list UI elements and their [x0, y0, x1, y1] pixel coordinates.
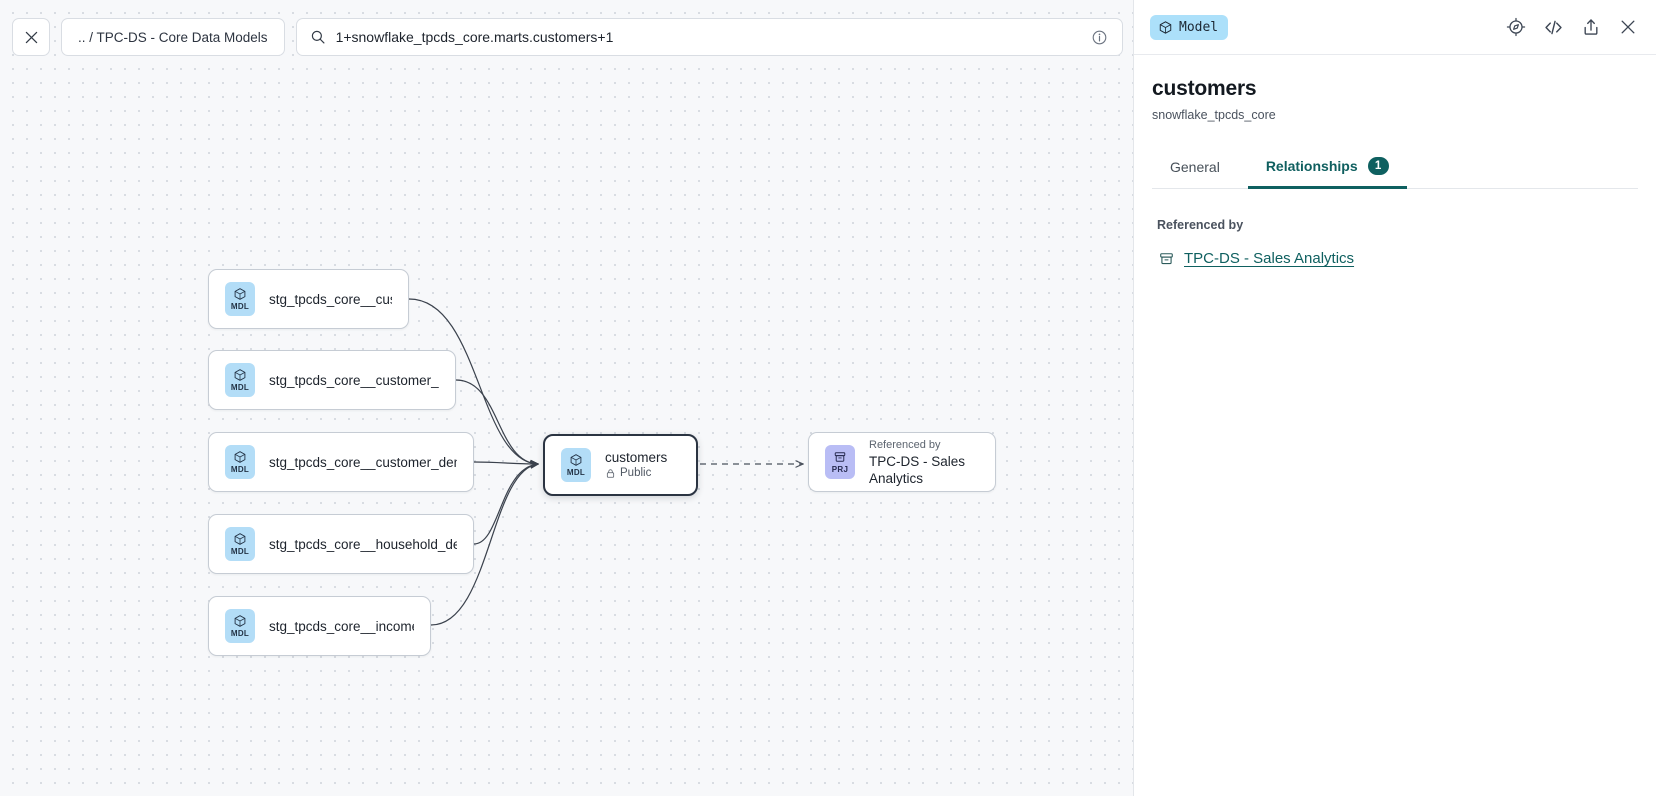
node-type-badge-mdl: MDL — [225, 527, 255, 561]
tab-relationships[interactable]: Relationships 1 — [1247, 148, 1407, 189]
badge-label: MDL — [230, 465, 250, 474]
search-icon — [311, 30, 325, 44]
share-icon[interactable] — [1581, 17, 1601, 37]
node-type-badge-mdl: MDL — [225, 609, 255, 643]
panel-type-label: Model — [1179, 19, 1219, 35]
cube-icon — [234, 451, 246, 463]
project-icon — [834, 452, 846, 462]
node-text-group: customers Public — [605, 449, 667, 481]
node-type-badge-mdl: MDL — [561, 448, 591, 482]
cube-icon — [234, 369, 246, 381]
canvas-toolbar: .. / TPC-DS - Core Data Models 1+snowfla… — [12, 18, 1133, 56]
reference-link[interactable]: TPC-DS - Sales Analytics — [1184, 250, 1355, 267]
cube-icon — [234, 615, 246, 627]
graph-node-stg-customer-demographics[interactable]: MDL stg_tpcds_core__customer_demogra… — [208, 432, 474, 492]
search-value: 1+snowflake_tpcds_core.marts.customers+1 — [335, 29, 614, 45]
lineage-canvas[interactable]: .. / TPC-DS - Core Data Models 1+snowfla… — [0, 0, 1133, 796]
list-item[interactable]: TPC-DS - Sales Analytics — [1158, 250, 1638, 267]
node-label: stg_tpcds_core__household_demogr… — [269, 536, 457, 552]
node-label: stg_tpcds_core__customer_address — [269, 372, 439, 388]
tab-label: General — [1170, 159, 1220, 175]
node-type-badge-mdl: MDL — [225, 363, 255, 397]
badge-label: MDL — [230, 629, 250, 638]
node-access: Public — [605, 466, 667, 481]
panel-body: customers snowflake_tpcds_core General R… — [1134, 55, 1656, 267]
panel-type-badge: Model — [1150, 14, 1229, 40]
node-text-group: Referenced by TPC-DS - Sales Analytics — [869, 438, 979, 487]
node-label: stg_tpcds_core__income_band — [269, 618, 414, 634]
cube-icon — [1159, 20, 1172, 34]
node-kicker: Referenced by — [869, 438, 941, 451]
close-graph-button[interactable] — [12, 18, 50, 56]
graph-node-stg-customer-address[interactable]: MDL stg_tpcds_core__customer_address — [208, 350, 456, 410]
panel-actions — [1506, 17, 1638, 38]
lock-icon — [606, 469, 615, 478]
tab-label: Relationships — [1265, 158, 1358, 174]
node-label: stg_tpcds_core__customer_demogra… — [269, 454, 457, 470]
cube-icon — [570, 454, 582, 466]
badge-label: MDL — [230, 302, 250, 311]
code-icon[interactable] — [1543, 17, 1564, 38]
node-access-label: Public — [620, 467, 652, 479]
badge-label: MDL — [230, 383, 250, 392]
graph-node-stg-customer[interactable]: MDL stg_tpcds_core__customer — [208, 269, 409, 329]
node-type-badge-prj: PRJ — [825, 445, 855, 479]
tab-general[interactable]: General — [1152, 150, 1238, 189]
badge-label: MDL — [566, 468, 586, 477]
page-title: customers — [1152, 77, 1257, 100]
node-title: TPC-DS - Sales Analytics — [869, 453, 966, 486]
info-icon[interactable] — [1091, 29, 1108, 46]
close-panel-icon[interactable] — [1618, 17, 1638, 37]
tab-count-badge: 1 — [1367, 157, 1389, 175]
graph-node-customers-selected[interactable]: MDL customers Public — [543, 434, 698, 496]
badge-label: PRJ — [831, 465, 849, 474]
panel-header: Model — [1134, 0, 1656, 55]
node-title: customers — [605, 450, 668, 465]
cube-icon — [234, 533, 246, 545]
graph-node-referenced-by-project[interactable]: PRJ Referenced by TPC-DS - Sales Analyti… — [808, 432, 996, 492]
panel-subtitle: snowflake_tpcds_core — [1152, 108, 1276, 122]
section-label-referenced-by: Referenced by — [1157, 218, 1244, 232]
explore-icon[interactable] — [1506, 17, 1526, 37]
node-type-badge-mdl: MDL — [225, 445, 255, 479]
panel-tabs: General Relationships 1 — [1152, 148, 1638, 189]
close-icon — [25, 31, 37, 43]
lineage-search-input[interactable]: 1+snowflake_tpcds_core.marts.customers+1 — [295, 18, 1123, 56]
badge-label: MDL — [230, 547, 250, 556]
breadcrumb-label: .. / TPC-DS - Core Data Models — [78, 29, 268, 45]
project-icon — [1160, 253, 1173, 265]
breadcrumb[interactable]: .. / TPC-DS - Core Data Models — [61, 18, 285, 56]
node-type-badge-mdl: MDL — [225, 282, 255, 316]
lineage-edges — [408, 298, 1133, 626]
details-panel: Model custome — [1133, 0, 1656, 796]
graph-node-stg-household-demographics[interactable]: MDL stg_tpcds_core__household_demogr… — [208, 514, 474, 574]
cube-icon — [234, 288, 246, 300]
node-label: stg_tpcds_core__customer — [269, 291, 392, 307]
graph-node-stg-income-band[interactable]: MDL stg_tpcds_core__income_band — [208, 596, 431, 656]
